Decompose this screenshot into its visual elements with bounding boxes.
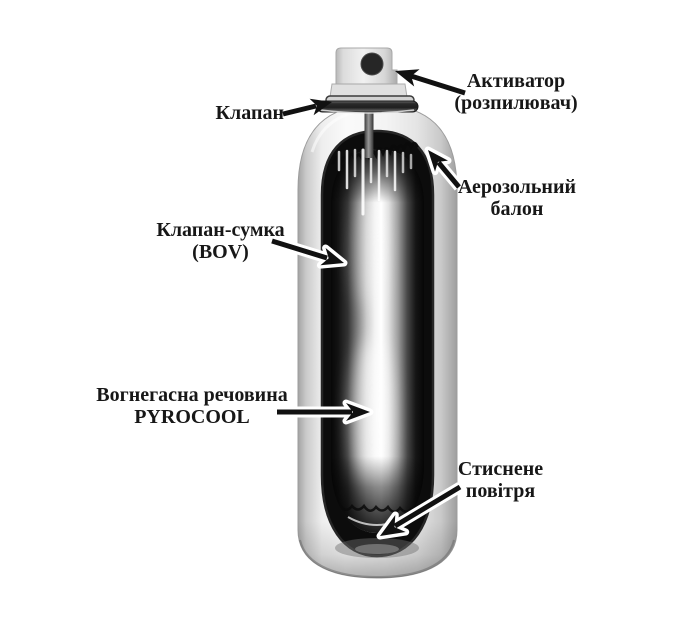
label-line: Стиснене bbox=[457, 458, 544, 480]
bov-bag bbox=[331, 141, 424, 533]
balloon-arrow bbox=[424, 146, 464, 191]
label-line: Клапан bbox=[215, 102, 284, 124]
cutaway-opening bbox=[320, 110, 435, 558]
air-arrow bbox=[376, 482, 463, 540]
label-line: Клапан-сумка bbox=[156, 219, 285, 241]
label-line: повітря bbox=[465, 480, 536, 502]
label-balloon: Аерозольний балон bbox=[438, 176, 596, 220]
activator-arrow bbox=[395, 69, 466, 96]
valve-arrow bbox=[282, 98, 332, 117]
valve-stem bbox=[364, 110, 374, 158]
label-agent: Вогнегасна речовина PYROCOOL bbox=[83, 384, 301, 428]
label-activator: Активатор (розпилювач) bbox=[434, 70, 598, 114]
label-line: (BOV) bbox=[192, 241, 249, 263]
label-air: Стиснене повітря bbox=[428, 458, 573, 502]
label-line: PYROCOOL bbox=[134, 406, 250, 428]
label-valve: Клапан bbox=[180, 102, 284, 124]
label-bov: Клапан-сумка (BOV) bbox=[138, 219, 303, 263]
label-line: Вогнегасна речовина bbox=[96, 384, 288, 406]
actuator-pedestal bbox=[329, 83, 408, 98]
valve-cup bbox=[316, 100, 419, 113]
label-line: Активатор bbox=[466, 70, 566, 92]
bov-arrow bbox=[270, 235, 348, 269]
actuator-assembly bbox=[316, 47, 419, 114]
agent-arrow bbox=[277, 399, 374, 425]
label-line: (розпилювач) bbox=[454, 92, 578, 114]
label-line: балон bbox=[490, 198, 544, 220]
nozzle-orifice bbox=[360, 52, 384, 76]
bag-top-crinkles bbox=[331, 141, 419, 216]
label-line: Аерозольний bbox=[458, 176, 576, 198]
callout-arrows bbox=[270, 69, 466, 540]
